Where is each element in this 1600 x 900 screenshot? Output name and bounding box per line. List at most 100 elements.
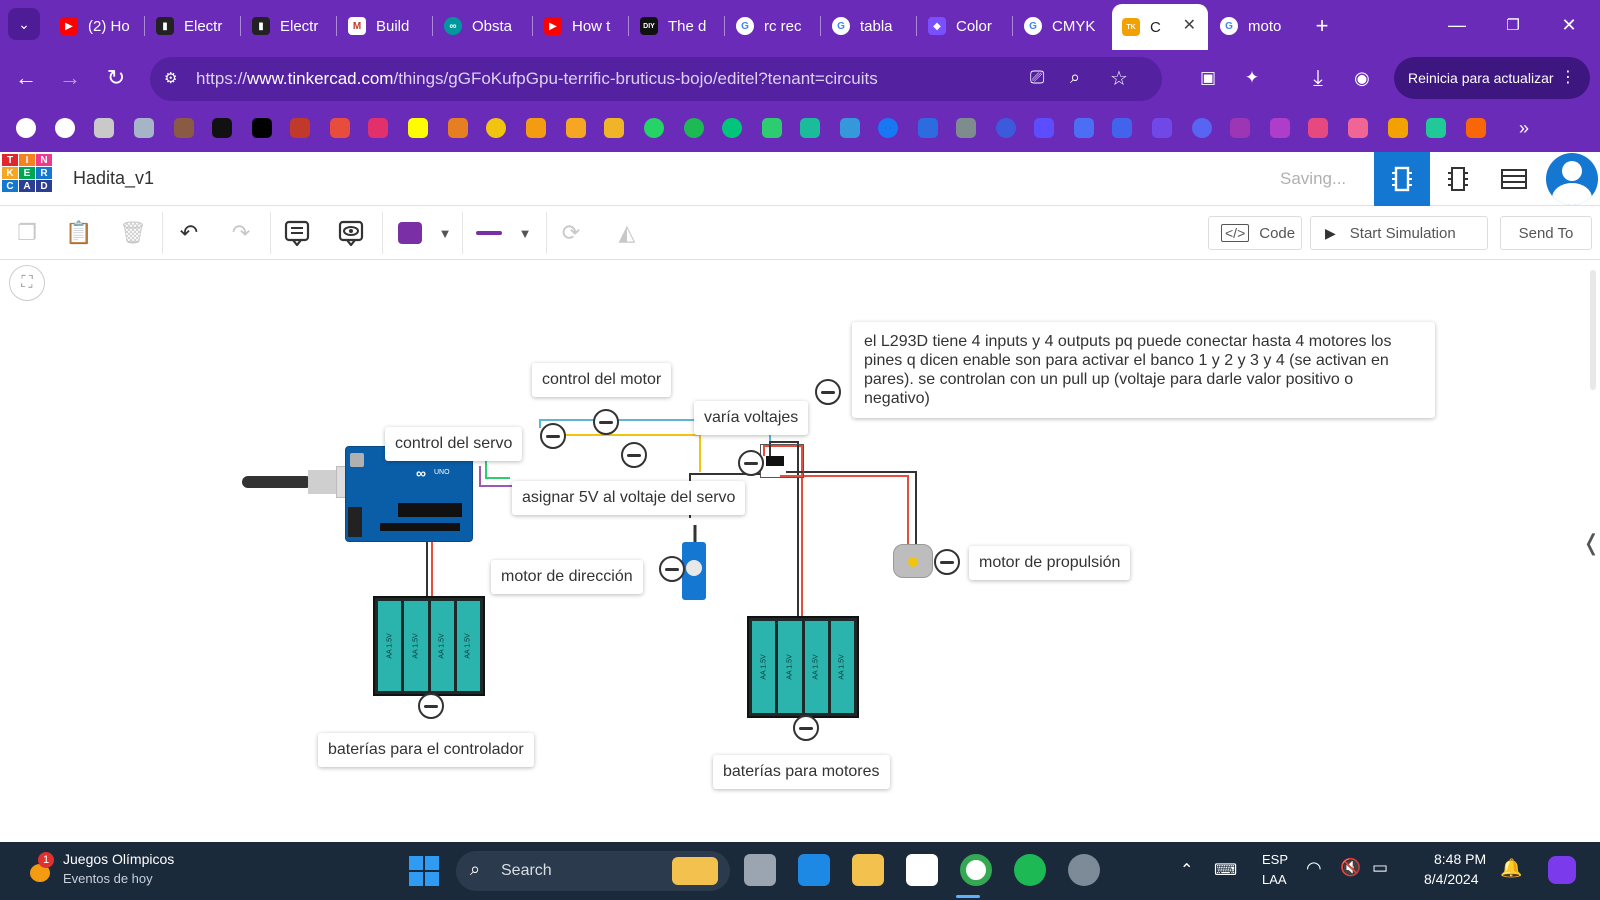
bookmark-icon[interactable]: [1152, 118, 1172, 138]
facebook-icon[interactable]: [878, 118, 898, 138]
news-widget-icon[interactable]: 1: [26, 852, 54, 884]
note-l293d-info[interactable]: el L293D tiene 4 inputs y 4 outputs pq p…: [852, 322, 1435, 418]
restore-icon[interactable]: ❐: [1506, 17, 1520, 34]
hidden-icons-chevron-icon[interactable]: ⌃: [1180, 862, 1194, 879]
code-button[interactable]: </> Code: [1208, 216, 1302, 250]
note-pin-icon[interactable]: [540, 423, 566, 449]
bookmark-icon[interactable]: [252, 118, 272, 138]
usb-cable[interactable]: [242, 476, 312, 488]
components-list-button[interactable]: [1486, 152, 1542, 206]
note-pin-icon[interactable]: [593, 409, 619, 435]
clock-time[interactable]: 8:48 PM: [1434, 851, 1487, 867]
bookmark-icon[interactable]: [1348, 118, 1368, 138]
bookmark-icon[interactable]: [290, 118, 310, 138]
news-title[interactable]: Juegos Olímpicos: [63, 851, 175, 867]
paste-icon[interactable]: 📋: [65, 220, 93, 245]
send-to-button[interactable]: Send To: [1500, 216, 1592, 250]
note-asignar-5v[interactable]: asignar 5V al voltaje del servo: [512, 481, 746, 515]
wire[interactable]: [540, 434, 701, 472]
undo-icon[interactable]: ↶: [179, 220, 199, 245]
user-avatar[interactable]: [1546, 153, 1598, 205]
tab-youtube-2[interactable]: ▶How t: [534, 6, 626, 46]
profile-avatar-icon[interactable]: ◉: [1354, 67, 1370, 88]
wire[interactable]: [763, 445, 803, 620]
color-dropdown-chevron-icon[interactable]: ▼: [438, 225, 452, 241]
wire[interactable]: [769, 441, 799, 620]
note-varia-voltajes[interactable]: varía voltajes: [694, 401, 809, 435]
bookmark-icon[interactable]: [1034, 118, 1054, 138]
extension-icon[interactable]: ▣: [1199, 68, 1217, 87]
tab-youtube-1[interactable]: ▶(2) Ho: [50, 6, 142, 46]
reset-button[interactable]: [350, 453, 364, 467]
discord-icon[interactable]: [1192, 118, 1212, 138]
tab-search-chevron-icon[interactable]: ⌄: [8, 8, 40, 40]
note-pin-icon[interactable]: [418, 693, 444, 719]
widgets-store-icon[interactable]: [798, 854, 830, 886]
redo-icon[interactable]: ↷: [231, 220, 251, 245]
settings-gear-icon[interactable]: [1068, 854, 1100, 886]
search-bookmark-icon[interactable]: [486, 118, 506, 138]
bookmark-icon[interactable]: [174, 118, 194, 138]
bookmark-icon[interactable]: [526, 118, 546, 138]
note-baterias-controlador[interactable]: baterías para el controlador: [318, 733, 534, 767]
more-menu-icon[interactable]: ⋮: [1560, 69, 1576, 86]
news-subtitle[interactable]: Eventos de hoy: [63, 871, 153, 886]
circuit-view-button[interactable]: [1374, 152, 1430, 206]
wire-color-swatch[interactable]: [398, 222, 422, 244]
wire[interactable]: [780, 475, 909, 545]
note-motor-direccion[interactable]: motor de dirección: [491, 560, 643, 594]
delete-trash-icon[interactable]: 🗑: [119, 220, 147, 245]
bookmark-icon[interactable]: [762, 118, 782, 138]
arduino-uno-board[interactable]: ∞ UNO: [345, 446, 473, 542]
servo-motor[interactable]: [682, 542, 706, 600]
reload-icon[interactable]: ↻: [106, 65, 126, 90]
bookmark-icon[interactable]: [1112, 118, 1132, 138]
back-arrow-icon[interactable]: ←: [15, 65, 37, 90]
note-pin-icon[interactable]: [621, 442, 647, 468]
fit-to-view-icon[interactable]: ⛶: [9, 265, 45, 301]
panel-collapse-chevron-icon[interactable]: ❬: [1582, 530, 1600, 555]
volume-muted-icon[interactable]: 🔇: [1340, 858, 1362, 877]
bookmark-icon[interactable]: [1270, 118, 1290, 138]
battery-pack-controller[interactable]: AA 1.5V AA 1.5V AA 1.5V AA 1.5V: [373, 596, 485, 696]
circuit-canvas[interactable]: ⛶ ❬ ∞ UNO AA 1.5V AA 1.5V AA 1.5V AA 1.5…: [0, 260, 1600, 842]
address-bar[interactable]: ⚙ https://www.tinkercad.com/things/gGFoK…: [150, 57, 1162, 101]
wire-type-chevron-icon[interactable]: ▼: [518, 225, 532, 241]
whatsapp-icon[interactable]: [644, 118, 664, 138]
bookmark-icon[interactable]: [840, 118, 860, 138]
bookmark-icon[interactable]: [55, 118, 75, 138]
note-control-motor[interactable]: control del motor: [532, 363, 672, 397]
clock-date[interactable]: 8/4/2024: [1424, 871, 1479, 887]
play-bookmark-icon[interactable]: [800, 118, 820, 138]
close-window-icon[interactable]: ✕: [1561, 14, 1577, 35]
bookmark-icon[interactable]: [722, 118, 742, 138]
forward-arrow-icon[interactable]: →: [59, 65, 81, 90]
note-pin-icon[interactable]: [793, 715, 819, 741]
tab-electr-1[interactable]: ▮Electr: [146, 6, 238, 46]
bookmark-star-icon[interactable]: ☆: [1110, 68, 1128, 90]
bookmark-icon[interactable]: [330, 118, 350, 138]
copy-icon[interactable]: ❐: [17, 220, 37, 245]
rotate-icon[interactable]: ⟳: [561, 220, 581, 245]
wire[interactable]: [539, 419, 771, 450]
home-bookmark-icon[interactable]: [566, 118, 586, 138]
instagram-icon[interactable]: [368, 118, 388, 138]
note-tool-icon[interactable]: [280, 216, 314, 250]
wifi-icon[interactable]: ◠: [1306, 858, 1322, 878]
bookmark-icon[interactable]: [1466, 118, 1486, 138]
spotify-icon[interactable]: [684, 118, 704, 138]
chrome-icon[interactable]: [960, 854, 992, 886]
notes-visibility-icon[interactable]: [334, 216, 368, 250]
snapchat-icon[interactable]: [408, 118, 428, 138]
note-baterias-motores[interactable]: baterías para motores: [713, 755, 890, 789]
project-title[interactable]: Hadita_v1: [73, 168, 155, 188]
minimize-icon[interactable]: —: [1448, 14, 1466, 35]
battery-icon[interactable]: ▭: [1372, 858, 1389, 877]
keyboard-icon[interactable]: ⌨: [1214, 862, 1238, 879]
